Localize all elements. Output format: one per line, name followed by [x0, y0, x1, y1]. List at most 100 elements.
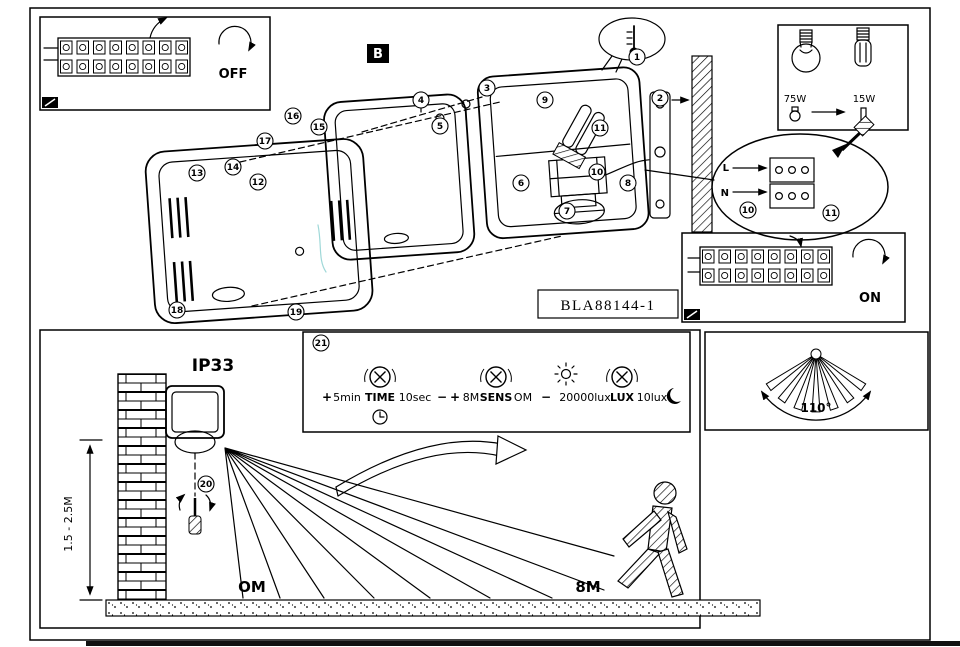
scan-edge [86, 641, 960, 646]
svg-text:9: 9 [542, 96, 548, 106]
on-label: ON [859, 291, 881, 306]
press-arrow [832, 144, 846, 158]
svg-text:11: 11 [825, 209, 838, 219]
svg-text:8: 8 [625, 179, 631, 189]
svg-text:13: 13 [191, 169, 204, 179]
svg-text:4: 4 [418, 96, 424, 106]
svg-text:10lux: 10lux [637, 391, 668, 404]
time-control: + 5min TIME 10sec − [322, 366, 447, 425]
svg-text:3: 3 [484, 84, 490, 94]
angle-arc-arrow [760, 390, 872, 421]
callout-18: 18 [168, 301, 186, 319]
callout-12: 12 [249, 173, 267, 191]
corner-tab-mark [686, 310, 698, 319]
wall-section [691, 55, 713, 233]
terminal-block [769, 157, 815, 209]
outer-frame [29, 7, 931, 641]
energy-saving-bulb [552, 104, 605, 170]
callout-17: 17 [256, 132, 274, 150]
callout-10: 10 [588, 163, 606, 181]
sens-dial-icon [479, 366, 513, 388]
svg-text:20: 20 [200, 480, 213, 490]
svg-text:SENS: SENS [480, 391, 513, 404]
section-tab: B [367, 44, 389, 63]
svg-text:7: 7 [564, 207, 570, 217]
callout-7: 7 [558, 202, 576, 220]
callout-4: 4 [412, 91, 430, 109]
screwdriver-icon [840, 115, 875, 152]
callout-8: 8 [619, 174, 637, 192]
svg-text:LUX: LUX [610, 391, 635, 404]
section-letter: B [373, 47, 383, 62]
svg-text:11: 11 [594, 124, 607, 134]
glass-diffuser-inner [323, 93, 476, 261]
mount-height-label: 1.5 - 2.5M [62, 496, 75, 551]
callout-14: 14 [224, 158, 242, 176]
svg-text:16: 16 [287, 112, 300, 122]
sweep-arrow [335, 435, 528, 497]
svg-text:10: 10 [591, 168, 604, 178]
step-callout: 21 [312, 334, 330, 352]
svg-text:20000lux: 20000lux [559, 391, 611, 404]
terminal-strip [699, 246, 833, 286]
callout-19: 19 [287, 303, 305, 321]
callout-3: 3 [478, 79, 496, 97]
svg-text:6: 6 [518, 179, 524, 189]
sun-icon [554, 362, 578, 386]
neutral-label: N [721, 188, 729, 199]
new-wattage: 15W [853, 94, 876, 105]
svg-text:15: 15 [313, 123, 326, 133]
adjust-screwdriver-icon [175, 493, 216, 535]
wire-insert-arrow [789, 235, 803, 248]
small-bulb-icon [789, 106, 801, 122]
seal-wire [317, 224, 327, 273]
callout-13: 13 [188, 164, 206, 182]
corner-tab-mark [44, 98, 56, 107]
live-label: L [723, 163, 730, 174]
bulb-panel: 75W 15W [777, 24, 909, 131]
time-dial-icon [363, 366, 397, 388]
socket-wire [605, 159, 650, 176]
rotate-arrow-cw [852, 238, 890, 265]
callout-11: 11 [591, 119, 609, 137]
callout-15: 15 [310, 118, 328, 136]
angle-panel: 110° [704, 331, 929, 431]
wiring-detail: L N 10 11 [644, 115, 889, 241]
clock-icon [372, 409, 388, 425]
terminal-strip [57, 37, 191, 77]
incandescent-bulb-icon [791, 29, 821, 73]
cfl-bulb-icon [854, 27, 872, 67]
svg-text:TIME: TIME [365, 391, 395, 404]
svg-text:12: 12 [252, 178, 265, 188]
installation-scene: IP33 20 1.5 - 2.5M [39, 329, 761, 629]
svg-text:−: − [541, 390, 551, 404]
moon-icon [666, 388, 681, 404]
near-range-label: OM [238, 578, 266, 596]
svg-text:10: 10 [742, 206, 755, 216]
svg-text:OM: OM [514, 391, 532, 404]
on-inset: ON [681, 232, 906, 323]
controls-panel: 21 + 5min TIME 10sec − + 8M SENS OM − [302, 331, 691, 433]
angle-fan [765, 348, 867, 413]
svg-text:5min: 5min [333, 391, 361, 404]
walking-person [617, 481, 688, 598]
sens-control: + 8M SENS OM − [450, 366, 551, 404]
svg-text:+: + [322, 390, 332, 404]
callout-9: 9 [536, 91, 554, 109]
wall-sensor-unit [165, 385, 225, 454]
svg-text:19: 19 [290, 308, 303, 318]
detail-callout-layer: 10 11 [739, 201, 840, 222]
svg-text:10sec: 10sec [399, 391, 432, 404]
svg-text:2: 2 [657, 94, 663, 104]
off-label: OFF [219, 67, 248, 82]
adjust-callout: 20 [197, 475, 215, 493]
wire-release-arrow [149, 17, 168, 39]
glass-diffuser-front [144, 138, 374, 325]
supply-wires [687, 257, 701, 273]
svg-text:1: 1 [634, 53, 640, 63]
mount-height-dimension: 1.5 - 2.5M [62, 439, 103, 601]
old-wattage: 75W [784, 94, 807, 105]
